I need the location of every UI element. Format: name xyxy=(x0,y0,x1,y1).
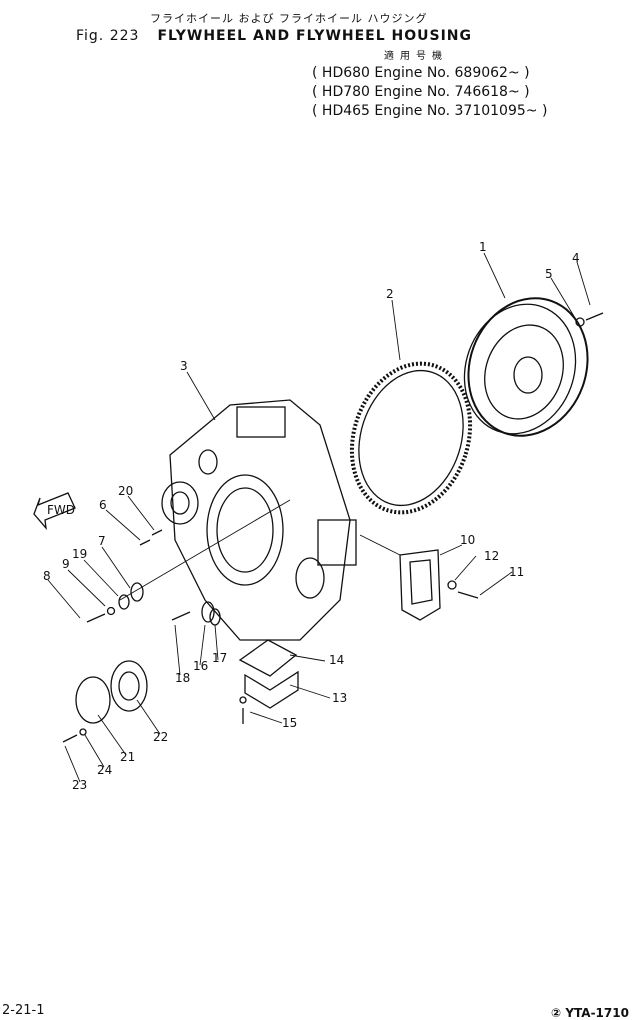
callout-12: 12 xyxy=(484,549,499,563)
cover-plate xyxy=(75,676,111,724)
page-reference: 2-21-1 xyxy=(2,1003,45,1018)
callout-24: 24 xyxy=(97,763,112,777)
applicability-line-hd780: ( HD780 Engine No. 746618~ ) xyxy=(312,84,530,100)
callout-numbers: 1 2 3 4 5 6 7 8 9 10 11 12 13 14 15 16 1… xyxy=(43,240,580,792)
callout-leaders xyxy=(47,252,591,783)
callout-2: 2 xyxy=(386,287,394,301)
callout-22: 22 xyxy=(153,730,168,744)
figure-number: Fig. 223 xyxy=(76,28,140,44)
inspection-plate xyxy=(238,639,299,709)
callout-3: 3 xyxy=(180,359,188,373)
callout-8: 8 xyxy=(43,569,51,583)
callout-10: 10 xyxy=(460,533,475,547)
callout-18: 18 xyxy=(175,671,190,685)
callout-5: 5 xyxy=(545,267,553,281)
fwd-label: FWD xyxy=(47,503,75,517)
callout-13: 13 xyxy=(332,691,347,705)
figure-title-en: FLYWHEEL AND FLYWHEEL HOUSING xyxy=(157,28,473,44)
callout-17: 17 xyxy=(212,651,227,665)
callout-23: 23 xyxy=(72,778,87,792)
assembly-axis-line xyxy=(119,499,401,601)
callout-21: 21 xyxy=(120,750,135,764)
callout-20: 20 xyxy=(118,484,133,498)
callout-9: 9 xyxy=(62,557,70,571)
callout-19: 19 xyxy=(72,547,87,561)
callout-15: 15 xyxy=(282,716,297,730)
callout-16: 16 xyxy=(193,659,208,673)
applicability-line-hd680: ( HD680 Engine No. 689062~ ) xyxy=(312,65,530,81)
ring-gear xyxy=(349,361,473,515)
seal-plate xyxy=(161,481,199,525)
callout-11: 11 xyxy=(509,565,524,579)
flywheel-housing xyxy=(169,399,357,641)
callout-14: 14 xyxy=(329,653,344,667)
callout-1: 1 xyxy=(479,240,487,254)
applicability-line-hd465: ( HD465 Engine No. 37101095~ ) xyxy=(312,103,548,119)
figure-title: Fig. 223 FLYWHEEL AND FLYWHEEL HOUSING xyxy=(76,28,472,44)
callout-6: 6 xyxy=(99,498,107,512)
mount-bracket xyxy=(399,549,441,621)
flywheel xyxy=(463,297,589,437)
cover-gasket xyxy=(110,660,148,712)
callout-4: 4 xyxy=(572,251,580,265)
fwd-arrow-icon: FWD xyxy=(33,492,76,531)
callout-7: 7 xyxy=(98,534,106,548)
applicability-block: 適用号機 ( HD680 Engine No. 689062~ ) ( HD78… xyxy=(312,50,547,121)
applicability-header: 適用号機 xyxy=(384,51,448,62)
document-code: ② YTA-1710 xyxy=(551,1006,629,1020)
japanese-title: フライホイール および フライホイール ハウジング xyxy=(150,12,428,25)
fasteners xyxy=(62,312,604,743)
